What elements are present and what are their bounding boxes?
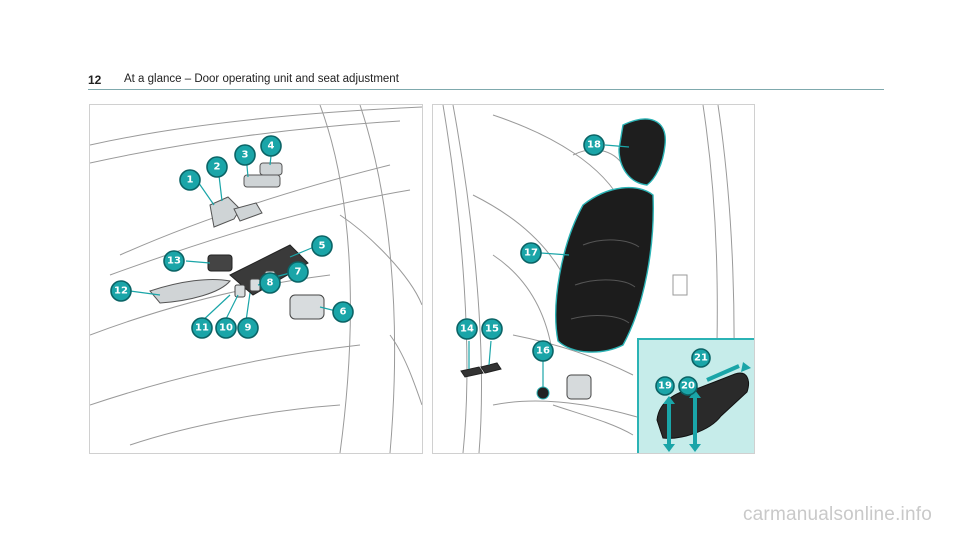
callout-3: 3 (234, 144, 256, 166)
svg-text:6: 6 (340, 307, 347, 318)
callout-18: 18 (583, 134, 605, 156)
callout-17: 17 (520, 242, 542, 264)
svg-text:19: 19 (658, 381, 672, 392)
svg-text:21: 21 (694, 353, 708, 364)
svg-text:5: 5 (319, 241, 326, 252)
svg-text:13: 13 (167, 256, 181, 267)
callout-11: 11 (191, 317, 213, 339)
svg-text:2: 2 (214, 162, 221, 173)
svg-text:9: 9 (245, 323, 252, 334)
watermark: carmanualsonline.info (742, 504, 932, 525)
svg-text:4: 4 (268, 141, 275, 152)
svg-text:17: 17 (524, 248, 538, 259)
svg-text:7: 7 (295, 267, 302, 278)
callout-19: 19 (655, 376, 675, 396)
callout-1: 1 (179, 169, 201, 191)
callout-9: 9 (237, 317, 259, 339)
seat-line-drawing: 14 15 16 17 18 (442, 105, 735, 453)
callout-12: 12 (110, 280, 132, 302)
page-number: 12 (88, 73, 102, 87)
svg-text:3: 3 (242, 150, 249, 161)
callout-15: 15 (481, 318, 503, 340)
callout-7: 7 (287, 261, 309, 283)
header-divider (88, 89, 884, 90)
svg-text:16: 16 (536, 346, 550, 357)
svg-text:14: 14 (460, 324, 474, 335)
door-line-drawing: 1 2 3 4 5 6 7 8 9 10 11 12 13 (90, 105, 422, 453)
callout-6: 6 (332, 301, 354, 323)
callout-10: 10 (215, 317, 237, 339)
svg-text:10: 10 (219, 323, 233, 334)
callout-2: 2 (206, 156, 228, 178)
callout-13: 13 (163, 250, 185, 272)
callout-14: 14 (456, 318, 478, 340)
svg-text:1: 1 (187, 175, 194, 186)
svg-text:11: 11 (195, 323, 209, 334)
page-header: 12 At a glance – Door operating unit and… (88, 70, 884, 90)
svg-text:18: 18 (587, 140, 601, 151)
seat-switch-inset: 19 20 21 (637, 338, 754, 453)
callout-4: 4 (260, 135, 282, 157)
callout-21: 21 (691, 348, 711, 368)
seat-adjustment-illustration: 14 15 16 17 18 19 20 21 (432, 104, 755, 454)
door-operating-unit-illustration: 1 2 3 4 5 6 7 8 9 10 11 12 13 (89, 104, 423, 454)
callout-16: 16 (532, 340, 554, 362)
callout-5: 5 (311, 235, 333, 257)
seat-switch-drawing: 19 20 21 (655, 348, 751, 452)
svg-text:15: 15 (485, 324, 499, 335)
svg-text:20: 20 (681, 381, 695, 392)
callout-20: 20 (678, 376, 698, 396)
svg-text:12: 12 (114, 286, 128, 297)
page-title: At a glance – Door operating unit and se… (124, 73, 399, 85)
callout-8: 8 (259, 272, 281, 294)
svg-text:8: 8 (267, 278, 274, 289)
